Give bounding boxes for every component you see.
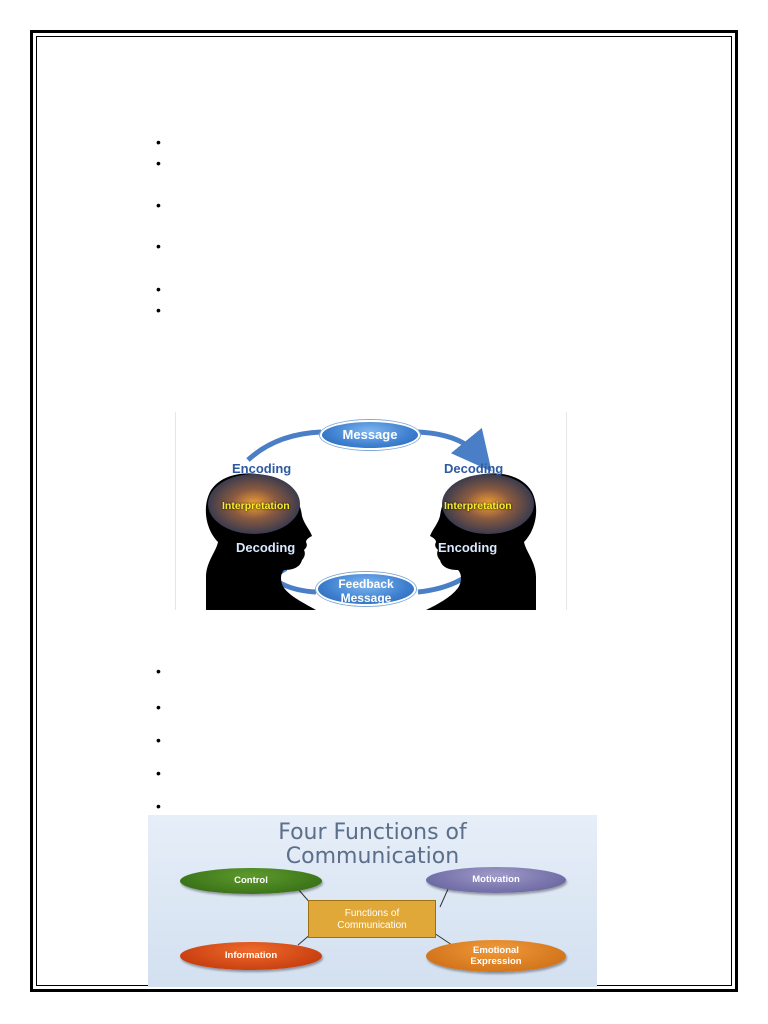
control-oval: Control <box>180 868 322 894</box>
bullet-item <box>156 768 166 778</box>
information-oval: Information <box>180 942 322 970</box>
right-interpretation-label: Interpretation <box>444 500 512 512</box>
feedback-line-2: Message <box>340 591 392 605</box>
emotional-expression-oval: Emotional Expression <box>426 940 566 972</box>
title-line-1: Four Functions of <box>278 820 467 845</box>
right-encoding-label: Encoding <box>438 540 498 555</box>
emotional-line-1: Emotional <box>473 945 519 956</box>
page-border-outer <box>30 30 738 992</box>
left-decoding-label: Decoding <box>236 540 296 555</box>
bullet-item <box>156 158 166 168</box>
feedback-message-bubble: Feedback Message <box>316 572 416 606</box>
center-line-1: Functions of <box>344 908 400 919</box>
bullet-item <box>156 284 166 294</box>
bullet-item <box>156 305 166 315</box>
communication-process-figure: Message Feedback Message Encoding Decodi… <box>175 412 567 610</box>
feedback-line-1: Feedback <box>338 577 394 591</box>
bullet-item <box>156 200 166 210</box>
motivation-oval: Motivation <box>426 867 566 893</box>
title-line-2: Communication <box>285 844 460 869</box>
right-decoding-label: Decoding <box>444 461 504 476</box>
right-brain-graphic <box>442 474 534 534</box>
message-bubble: Message <box>320 420 420 450</box>
four-functions-title: Four Functions of Communication <box>148 821 597 869</box>
top-arc-arrow <box>246 429 322 462</box>
left-encoding-label: Encoding <box>232 461 292 476</box>
left-interpretation-label: Interpretation <box>222 500 290 512</box>
center-line-2: Communication <box>337 920 407 931</box>
functions-center-box: Functions of Communication <box>308 900 436 938</box>
communication-process-graphic <box>205 427 537 610</box>
top-arc-arrow-right <box>417 427 492 472</box>
bullet-item <box>156 666 166 676</box>
left-brain-graphic <box>208 474 300 534</box>
bullet-item <box>156 241 166 251</box>
bullet-item <box>156 735 166 745</box>
connector-motivation <box>439 888 449 908</box>
bullet-item <box>156 702 166 712</box>
bullet-item <box>156 137 166 147</box>
bullet-item <box>156 801 166 811</box>
emotional-line-2: Expression <box>470 956 522 967</box>
four-functions-figure: Four Functions of Communication Control … <box>148 815 597 987</box>
